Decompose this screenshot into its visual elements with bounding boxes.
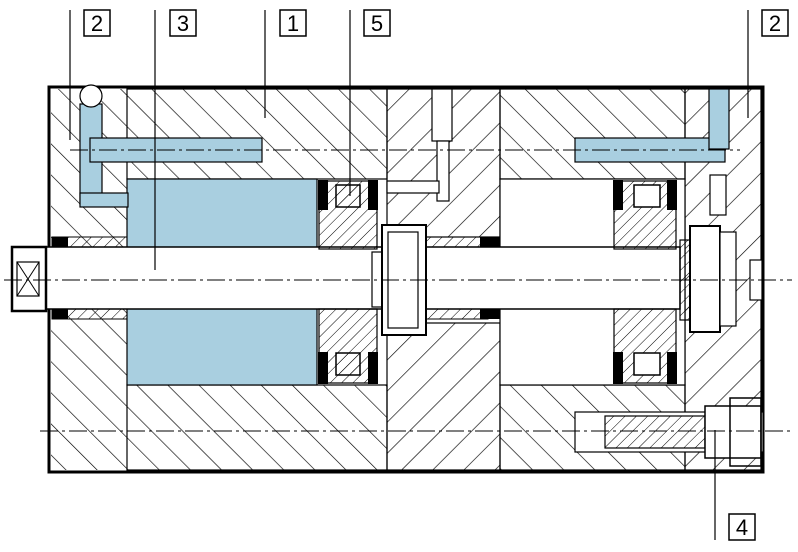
callout-label: 2	[769, 11, 781, 36]
piston-left	[318, 180, 378, 384]
callout-2-right: 2	[761, 9, 789, 37]
callout-1: 1	[279, 9, 307, 37]
callout-label: 4	[736, 515, 748, 540]
callout-2-left: 2	[83, 9, 111, 37]
callout-label: 1	[287, 11, 299, 36]
callout-4: 4	[728, 513, 756, 541]
callout-label: 2	[91, 11, 103, 36]
piston-rod	[10, 245, 681, 313]
rod-seal-left	[51, 236, 128, 320]
leader-lines	[69, 10, 749, 540]
callout-label: 5	[371, 11, 383, 36]
centerlines	[4, 149, 792, 432]
cylinder-barrel-left	[126, 88, 388, 471]
piston-right	[613, 180, 677, 384]
bore-middle-top	[386, 88, 453, 202]
callout-3: 3	[169, 9, 197, 37]
callout-label: 3	[177, 11, 189, 36]
bore-right-top	[709, 174, 727, 216]
callout-5: 5	[363, 9, 391, 37]
bolt-bore-bottom-right	[574, 397, 764, 467]
fluid-channel-left	[79, 84, 263, 208]
